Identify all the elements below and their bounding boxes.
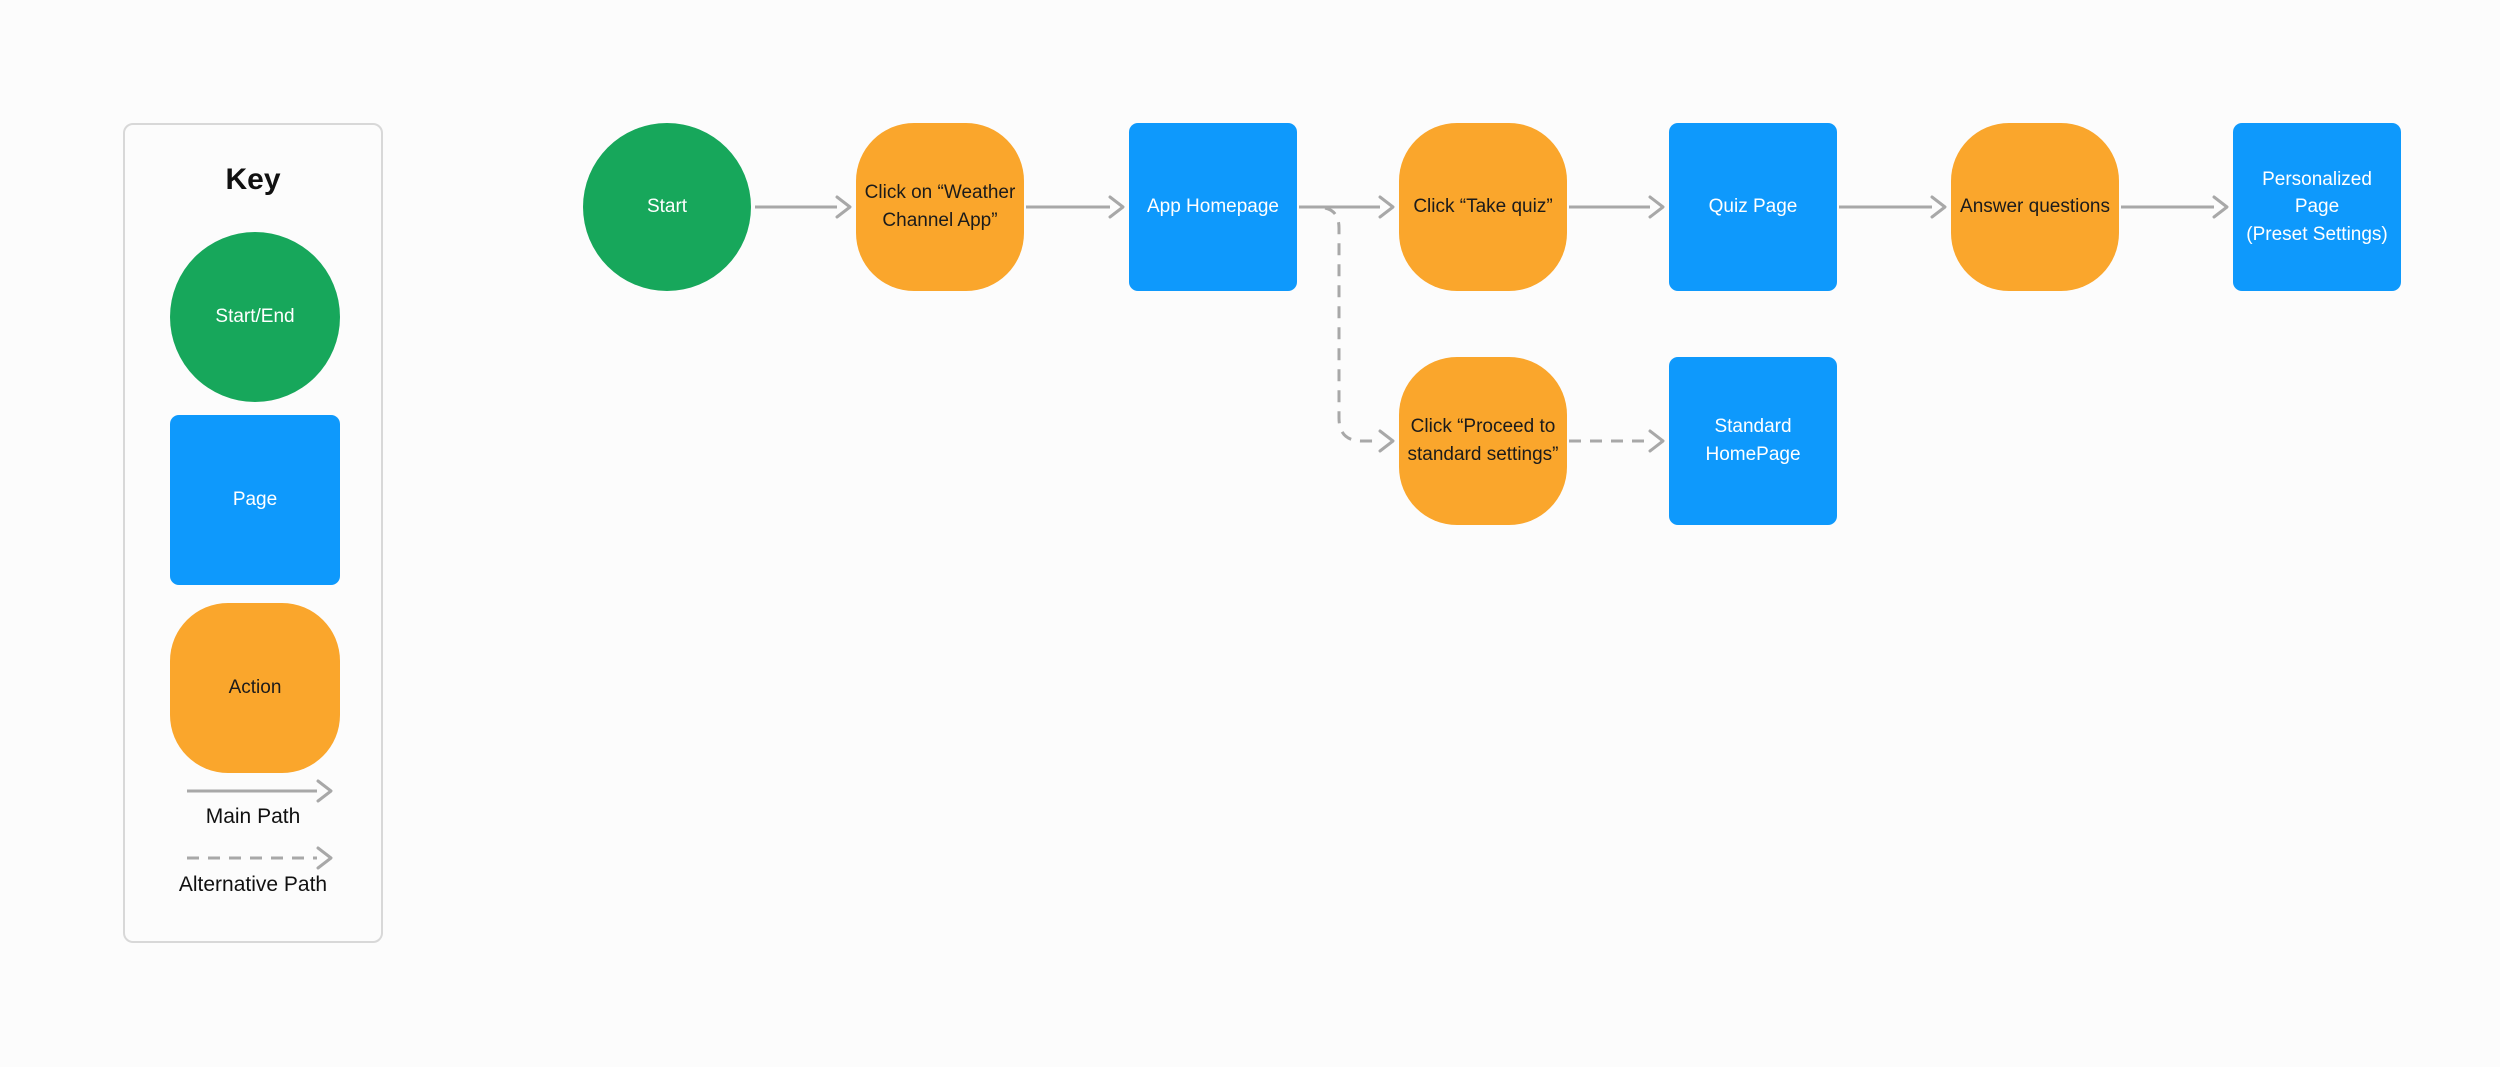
node-answer-questions[interactable]: Answer questions	[1951, 123, 2119, 291]
connector-take-quiz-to-quiz-page	[1569, 195, 1665, 219]
node-click-weather-channel-app[interactable]: Click on “Weather Channel App”	[856, 123, 1024, 291]
connector-answer-questions-to-personalized-page	[2121, 195, 2229, 219]
connector-start-to-click-weather	[755, 195, 852, 219]
key-label-main-path: Main Path	[205, 805, 301, 828]
connector-quiz-page-to-answer-questions	[1839, 195, 1947, 219]
node-standard-homepage[interactable]: Standard HomePage	[1669, 357, 1837, 525]
key-title: Key	[225, 163, 281, 196]
key-alternative-path-arrow	[187, 846, 333, 870]
key-shape-action: Action	[170, 603, 340, 773]
node-click-take-quiz[interactable]: Click “Take quiz”	[1399, 123, 1567, 291]
connector-proceed-standard-to-standard-homepage	[1569, 429, 1665, 453]
key-main-path-arrow	[187, 779, 333, 803]
connector-click-weather-to-app-homepage	[1026, 195, 1125, 219]
key-shape-page: Page	[170, 415, 340, 585]
connector-app-homepage-to-take-quiz	[1299, 195, 1395, 219]
node-personalized-page[interactable]: Personalized Page (Preset Settings)	[2233, 123, 2401, 291]
key-shape-start-end: Start/End	[170, 232, 340, 402]
node-start[interactable]: Start	[583, 123, 751, 291]
node-click-proceed-standard-settings[interactable]: Click “Proceed to standard settings”	[1399, 357, 1567, 525]
key-panel: Key Start/End Page Action Main Path Alte…	[123, 123, 383, 943]
node-quiz-page[interactable]: Quiz Page	[1669, 123, 1837, 291]
node-app-homepage[interactable]: App Homepage	[1129, 123, 1297, 291]
key-label-alternative-path: Alternative Path	[178, 873, 328, 896]
connector-app-homepage-to-proceed-standard	[1324, 206, 1395, 453]
